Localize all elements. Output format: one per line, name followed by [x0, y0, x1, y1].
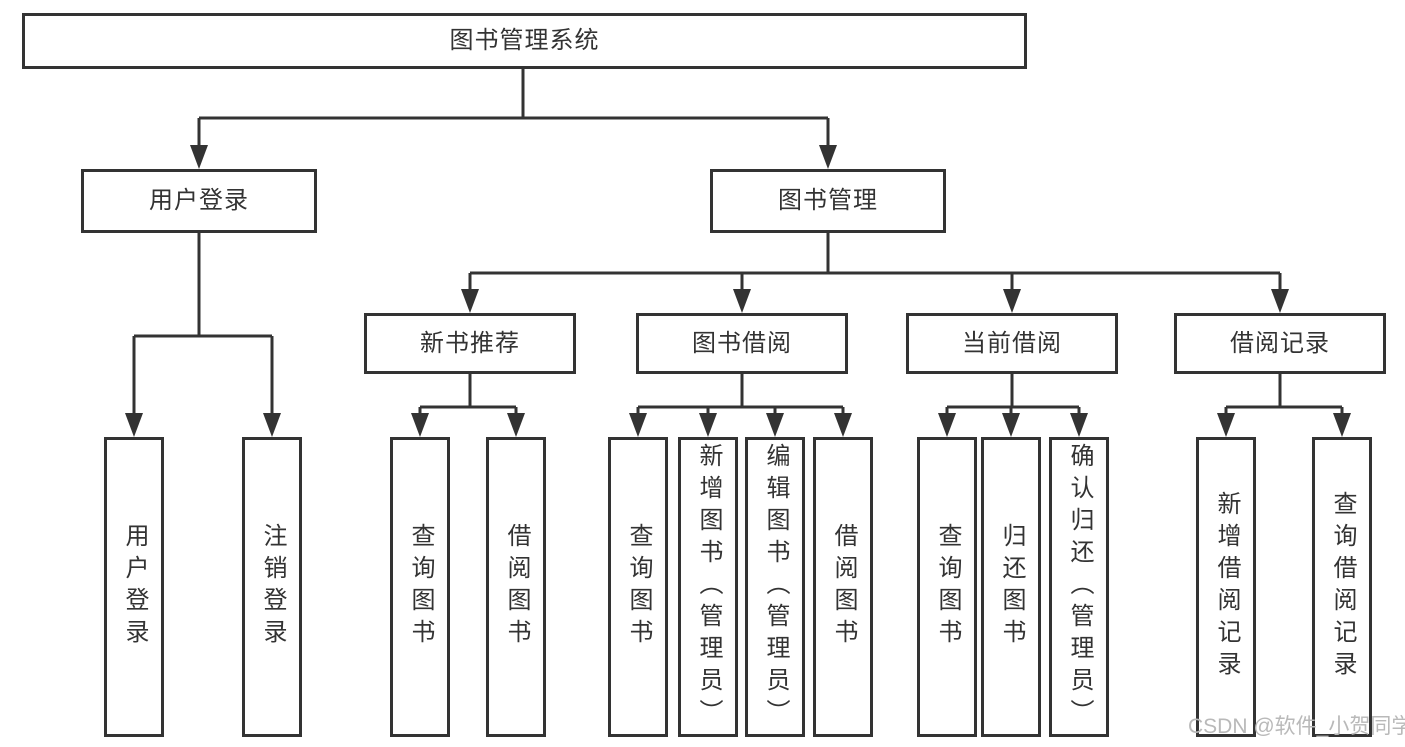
leaf-records-add-borrow-record: 新增借阅记录: [1196, 437, 1256, 737]
leaf-records-query-borrow-record: 查询借阅记录: [1312, 437, 1372, 737]
leaf-borrowing-query-books-label: 查询图书: [625, 523, 652, 651]
leaf-current-confirm-return-admin: 确认归还（管理员）: [1049, 437, 1109, 737]
leaf-user-login-label: 用户登录: [121, 523, 148, 651]
leaf-borrowing-add-books-admin: 新增图书（管理员）: [678, 437, 738, 737]
node-new-book-recommend-label: 新书推荐: [420, 329, 520, 357]
leaf-newbooks-borrow-books-label: 借阅图书: [503, 523, 530, 651]
leaf-borrowing-borrow-books: 借阅图书: [813, 437, 873, 737]
leaf-borrowing-edit-books-admin-label: 编辑图书（管理员）: [762, 443, 789, 731]
leaf-current-confirm-return-admin-label: 确认归还（管理员）: [1066, 443, 1093, 731]
leaf-borrowing-query-books: 查询图书: [608, 437, 668, 737]
leaf-newbooks-borrow-books: 借阅图书: [486, 437, 546, 737]
leaf-logout-label: 注销登录: [259, 523, 286, 651]
leaf-current-query-books: 查询图书: [917, 437, 977, 737]
node-user-login-label: 用户登录: [149, 187, 249, 214]
node-user-login: 用户登录: [81, 169, 317, 233]
leaf-borrowing-borrow-books-label: 借阅图书: [830, 523, 857, 651]
leaf-newbooks-query-books-label: 查询图书: [407, 523, 434, 651]
leaf-borrowing-add-books-admin-label: 新增图书（管理员）: [695, 443, 722, 731]
leaf-current-return-books-label: 归还图书: [998, 523, 1025, 651]
leaf-borrowing-edit-books-admin: 编辑图书（管理员）: [745, 437, 805, 737]
node-book-management: 图书管理: [710, 169, 946, 233]
leaf-records-add-borrow-record-label: 新增借阅记录: [1213, 491, 1240, 683]
leaf-logout: 注销登录: [242, 437, 302, 737]
node-library-system-label: 图书管理系统: [449, 27, 600, 54]
node-current-borrowing: 当前借阅: [906, 313, 1118, 374]
node-current-borrowing-label: 当前借阅: [962, 329, 1062, 357]
leaf-records-query-borrow-record-label: 查询借阅记录: [1329, 491, 1356, 683]
node-book-borrowing: 图书借阅: [636, 313, 848, 374]
leaf-current-query-books-label: 查询图书: [934, 523, 961, 651]
node-new-book-recommend: 新书推荐: [364, 313, 576, 374]
node-borrow-records-label: 借阅记录: [1230, 329, 1330, 357]
node-book-borrowing-label: 图书借阅: [692, 329, 792, 357]
leaf-newbooks-query-books: 查询图书: [390, 437, 450, 737]
node-book-management-label: 图书管理: [778, 187, 878, 214]
node-library-system: 图书管理系统: [22, 13, 1027, 69]
leaf-user-login: 用户登录: [104, 437, 164, 737]
csdn-watermark: CSDN @软件_小贺同学: [1188, 715, 1405, 738]
node-borrow-records: 借阅记录: [1174, 313, 1386, 374]
leaf-current-return-books: 归还图书: [981, 437, 1041, 737]
